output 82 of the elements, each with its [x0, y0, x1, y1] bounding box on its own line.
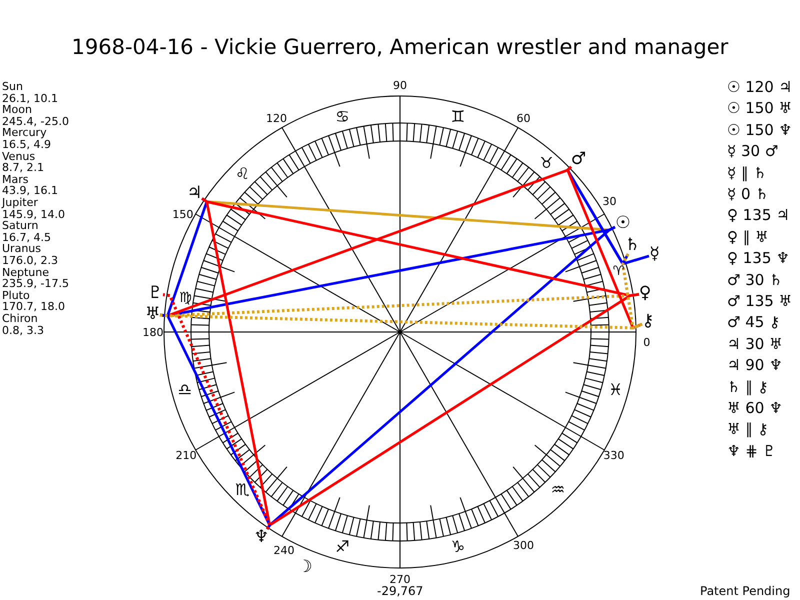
- aspect-line: [160, 314, 643, 330]
- degree-label: 270: [390, 574, 410, 584]
- aspect-entry: ♀ ∥ ♅: [727, 230, 768, 245]
- zodiac-sign: ♍: [179, 291, 192, 306]
- position-value: 8.7, 2.1: [2, 162, 44, 174]
- planet-name: Sun: [2, 81, 23, 92]
- degree-label: 90: [393, 80, 407, 90]
- aspect-entry: ♅ ∥ ⚷: [727, 422, 768, 438]
- aspect-entry: ♀ 135 ♃: [727, 208, 790, 224]
- planet-name: Jupiter: [2, 197, 38, 208]
- zodiac-sign: ♌: [235, 166, 250, 182]
- aspect-entry: ♂ 30 ♄: [727, 272, 783, 288]
- moon-glyph: ☽: [297, 559, 313, 576]
- degree-label: 150: [172, 208, 194, 220]
- zodiac-sign: ♉: [540, 156, 554, 172]
- planet-name: Mercury: [2, 127, 47, 138]
- zodiac-sign: ♊: [450, 108, 466, 125]
- planet-name: Moon: [2, 104, 32, 116]
- degree-label: 120: [266, 112, 287, 124]
- planet-name: Saturn: [2, 220, 38, 232]
- planet-glyph: ♆: [254, 529, 270, 546]
- planet-name: Mars: [2, 174, 28, 185]
- position-value: 235.9, -17.5: [2, 278, 69, 290]
- zodiac-sign: ♋: [335, 108, 350, 125]
- planet-glyph: ☿: [649, 246, 660, 263]
- planet-glyph: ♀: [638, 284, 652, 302]
- degree-label: 30: [602, 196, 616, 207]
- zodiac-sign: ♒: [550, 482, 566, 498]
- aspect-entry: ♄ ∥ ⚷: [727, 380, 768, 395]
- aspect-line: [621, 253, 643, 330]
- aspect-entry: ☉ 150 ♅: [727, 101, 792, 116]
- aspect-entry: ☿ 0 ♄: [727, 187, 769, 202]
- planet-name: Venus: [2, 150, 36, 162]
- degree-label: 0: [643, 337, 650, 348]
- planet-glyph: ☉: [615, 214, 631, 232]
- planet-glyph: ⚷: [642, 312, 654, 330]
- position-value: 170.7, 18.0: [2, 301, 65, 312]
- planet-name: Uranus: [2, 243, 41, 254]
- degree-label: 210: [176, 450, 197, 461]
- aspect-line: [160, 292, 640, 318]
- degree-label: 330: [603, 450, 624, 461]
- chart-title: 1968-04-16 - Vickie Guerrero, American wrestler and manager: [72, 36, 728, 58]
- position-value: 245.4, -25.0: [2, 116, 69, 127]
- position-value: 0.8, 3.3: [2, 324, 44, 336]
- aspect-entry: ♂ 45 ⚷: [727, 315, 780, 330]
- planet-name: Pluto: [2, 290, 30, 301]
- zodiac-sign: ♈: [612, 264, 624, 278]
- zodiac-sign: ♐: [335, 539, 350, 556]
- zodiac-sign: ♏: [235, 482, 250, 498]
- aspect-entry: ☿ 30 ♂: [727, 144, 778, 160]
- zodiac-sign: ♓: [608, 382, 623, 398]
- zodiac-sign: ♎: [178, 382, 192, 398]
- position-value: 176.0, 2.3: [2, 255, 58, 266]
- planet-glyph: ♅: [145, 306, 160, 324]
- degree-label: 300: [513, 540, 534, 552]
- position-value: 16.5, 4.9: [2, 139, 51, 150]
- position-value: 26.1, 10.1: [2, 92, 58, 104]
- aspect-entry: ♂ 135 ♅: [727, 294, 792, 309]
- aspect-entry: ☿ ∥ ♄: [727, 166, 767, 181]
- aspect-entry: ☉ 120 ♃: [727, 80, 792, 95]
- aspect-entry: ♆ ⋕ ♇: [727, 444, 776, 459]
- degree-label: 180: [142, 326, 164, 338]
- aspect-entry: ☉ 150 ♆: [727, 122, 792, 138]
- chart-value: -29,767: [377, 585, 424, 597]
- position-value: 43.9, 16.1: [2, 185, 58, 196]
- planet-name: Chiron: [2, 313, 38, 324]
- planet-glyph: ♄: [624, 236, 640, 254]
- aspect-entry: ♃ 90 ♆: [727, 358, 783, 374]
- degree-label: 240: [274, 544, 294, 556]
- aspect-entry: ♃ 30 ♅: [727, 336, 783, 352]
- planet-glyph: ♃: [186, 184, 202, 202]
- degree-label: 60: [516, 112, 530, 124]
- aspect-entry: ♀ 135 ♆: [727, 251, 790, 266]
- planet-glyph: ♇: [148, 284, 163, 302]
- position-value: 16.7, 4.5: [2, 232, 51, 243]
- aspect-entry: ♅ 60 ♆: [727, 401, 783, 416]
- zodiac-sign: ♑: [450, 539, 466, 556]
- planet-glyph: ♂: [570, 151, 586, 168]
- aspect-line: [566, 166, 642, 330]
- planet-name: Neptune: [2, 266, 50, 278]
- footer-note: Patent Pending: [700, 585, 790, 597]
- position-value: 145.9, 14.0: [2, 208, 65, 220]
